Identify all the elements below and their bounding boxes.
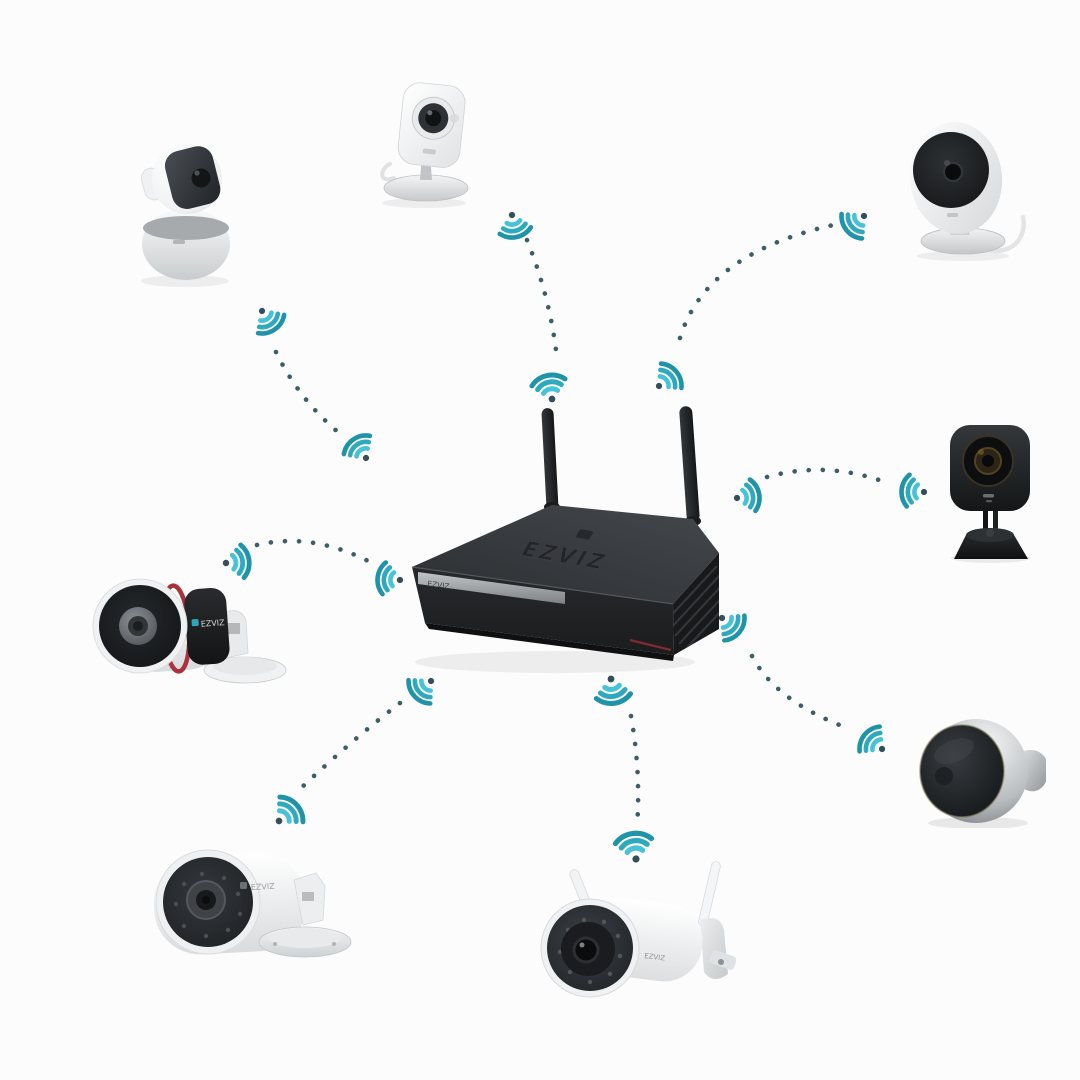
black-cube-stem <box>983 511 988 538</box>
nvr-shadow <box>415 651 695 673</box>
camera-logo-mark <box>947 213 958 217</box>
nvr-top-face <box>412 505 719 604</box>
nvr-antenna-right <box>679 406 701 526</box>
wifi-icon <box>265 792 308 835</box>
wifi-icon <box>247 299 288 338</box>
nvr-red-accent <box>629 638 672 652</box>
cube-cable <box>380 162 396 182</box>
redring-mount <box>223 610 249 659</box>
black-cube-logo-mark <box>983 494 994 498</box>
wifi-icon <box>340 430 381 469</box>
wifi-icon <box>837 202 877 243</box>
bullet2-brand-label: EZVIZ <box>251 882 276 892</box>
ptz-logo-mark <box>173 240 185 244</box>
redring-logo-mark <box>191 619 199 627</box>
ptz-lens <box>191 168 211 188</box>
fisheye-mount <box>1023 750 1046 792</box>
ptz-silver-band <box>143 216 229 240</box>
wifi-icon <box>900 474 928 508</box>
nvr-front-brand-label: EZVIZ <box>427 579 450 591</box>
wifi-link-mini-cube-black <box>764 467 885 484</box>
fisheye-rim <box>919 724 1005 818</box>
wifi-link-ptz-dome <box>273 349 347 440</box>
wifi-link-bullet-white <box>297 700 403 792</box>
camera-outdoor-bullet: EZVIZ <box>153 849 352 958</box>
nvr-vents <box>673 565 719 653</box>
bullet2-ir-leds <box>173 871 243 939</box>
bullet-mount-arm <box>700 917 728 980</box>
camera-mini-cube-white <box>380 82 469 208</box>
redring-rear-band <box>184 587 230 665</box>
fisheye-dome-lens <box>920 725 1004 817</box>
fisheye-lens <box>935 767 953 785</box>
nvr-top-logo-mark <box>576 529 594 540</box>
wifi-link-mini-cube-white <box>524 237 559 353</box>
bullet-ir-leds <box>557 917 623 985</box>
wifi-icon <box>376 562 405 596</box>
redring-brand-label: EZVIZ <box>200 618 225 629</box>
wifi-link-bullet-red-ring <box>254 538 373 565</box>
camera-ptz-dome <box>140 144 230 287</box>
camera-bullet-red-ring: EZVIZ <box>92 578 287 684</box>
bullet-antenna-right <box>698 861 721 927</box>
camera-cube-white-cable <box>909 122 1026 261</box>
nvr-front-strip <box>418 572 565 604</box>
nvr-antenna-left <box>541 408 560 512</box>
nvr-right-face <box>673 553 719 655</box>
bullet-lens <box>572 936 600 964</box>
camera-mini-cube-black <box>950 425 1031 563</box>
bullet2-logo-mark <box>240 882 247 889</box>
camera-fisheye <box>919 719 1046 828</box>
nvr-front-edge-highlight <box>411 566 674 605</box>
black-cube-base <box>954 535 1028 559</box>
camera-outdoor-bullet-antennas: EZVIZ <box>540 861 736 998</box>
wifi-link-fisheye <box>749 653 853 732</box>
wifi-icon <box>855 722 895 763</box>
wifi-icon <box>496 209 532 241</box>
cube-head <box>397 82 466 168</box>
cube-logo-mark <box>422 148 436 155</box>
nvr-bottom-edge <box>425 623 674 661</box>
camera-lens <box>943 162 963 182</box>
nvr-hub: EZVIZ EZVIZ <box>411 406 719 673</box>
bullet-brand-label: EZVIZ <box>644 952 666 963</box>
wifi-link-cube-white-cable <box>677 221 841 341</box>
wifi-link-bullet-antennas <box>628 713 641 830</box>
